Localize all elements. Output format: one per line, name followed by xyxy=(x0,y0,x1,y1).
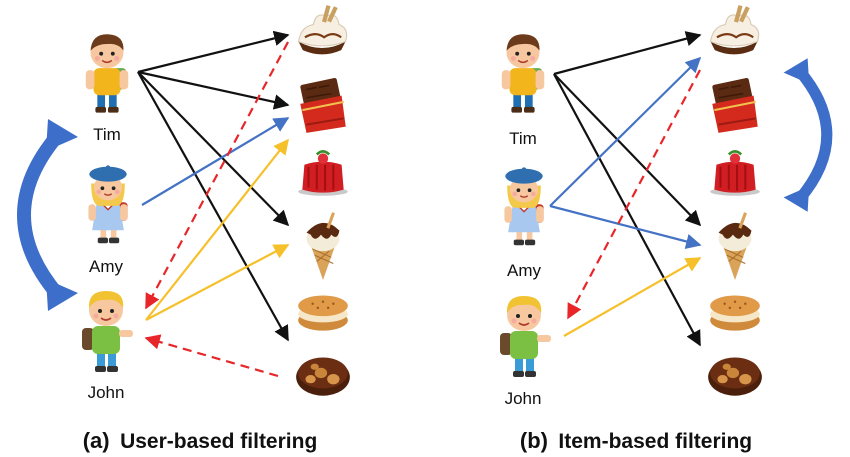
john-arrow xyxy=(563,257,702,337)
tim-avatar-icon xyxy=(500,33,546,114)
user-label-tim: Tim xyxy=(93,125,121,144)
user-label-john: John xyxy=(88,383,125,402)
john-avatar-icon xyxy=(499,295,552,378)
chocolate-bar-icon xyxy=(298,76,347,134)
amy-avatar-icon xyxy=(503,166,545,247)
john-arrows xyxy=(145,138,290,321)
tim-arrows xyxy=(553,31,702,347)
caption-a-letter: (a) xyxy=(83,428,110,453)
ice-cream-cone-icon xyxy=(718,211,752,281)
john-avatar-icon xyxy=(81,290,134,373)
caption-b-letter: (b) xyxy=(520,428,548,453)
cream-dessert-icon xyxy=(297,5,348,56)
sandwich-biscuit-icon xyxy=(298,295,348,331)
caption-b-text: Item-based filtering xyxy=(558,430,752,453)
tim-arrows xyxy=(137,30,290,342)
amy-arrows xyxy=(549,56,702,249)
jelly-pudding-icon xyxy=(296,149,350,198)
recommendation-arrow xyxy=(567,69,701,320)
panel-b-item-based: Tim Amy John (b) xyxy=(499,5,827,453)
amy-arrow xyxy=(141,117,290,206)
jelly-pudding-icon xyxy=(708,149,762,198)
chocolate-donut-icon xyxy=(296,357,350,396)
caption-a: (a) User-based filtering xyxy=(83,428,318,453)
big-curved-arrow-items xyxy=(784,58,827,212)
caption-b: (b) Item-based filtering xyxy=(520,428,752,453)
caption-a-text: User-based filtering xyxy=(120,430,317,453)
panel-a-user-based: Tim Amy John (a xyxy=(24,5,350,453)
user-label-amy: Amy xyxy=(89,257,124,276)
chocolate-bar-icon xyxy=(710,76,759,134)
chocolate-donut-icon xyxy=(708,357,762,396)
user-label-amy: Amy xyxy=(507,261,542,280)
tim-avatar-icon xyxy=(84,33,130,114)
user-label-tim: Tim xyxy=(509,129,537,148)
amy-avatar-icon xyxy=(87,164,129,245)
recommendation-arrows xyxy=(144,41,289,378)
big-curved-arrow-users xyxy=(24,119,78,311)
ice-cream-cone-icon xyxy=(306,211,340,281)
sandwich-biscuit-icon xyxy=(710,295,760,331)
cream-dessert-icon xyxy=(709,5,760,56)
user-label-john: John xyxy=(505,389,542,408)
